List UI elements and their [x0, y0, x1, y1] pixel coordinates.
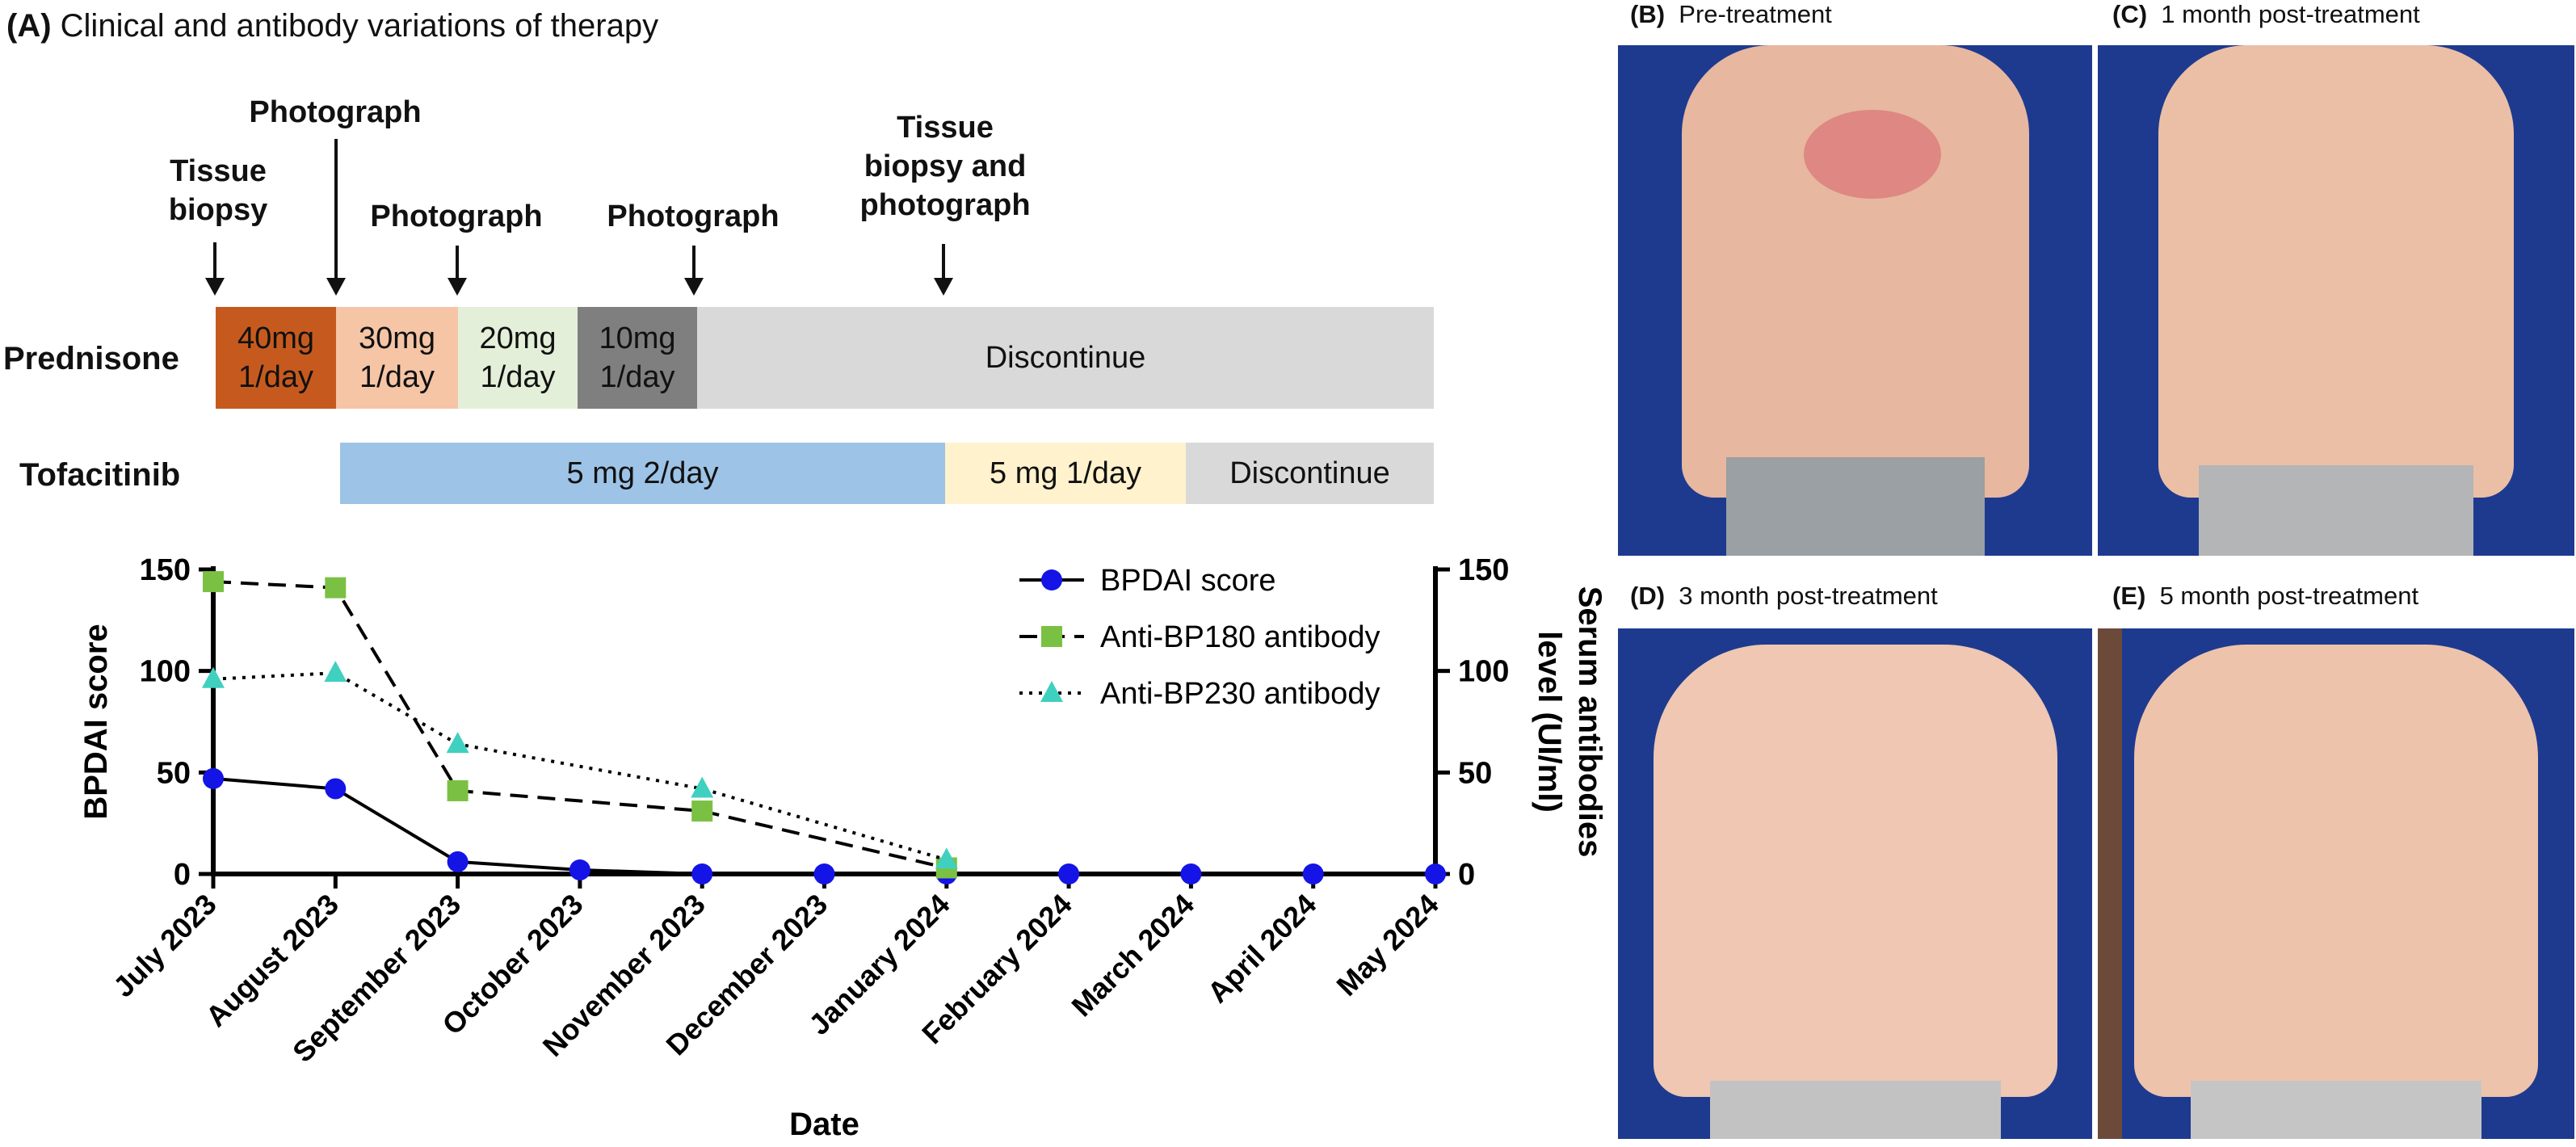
data-point-circle	[569, 859, 590, 880]
photo-b-label: (B) Pre-treatment	[1630, 0, 1832, 29]
data-point-circle	[1180, 863, 1202, 884]
photo-c-label: (C) 1 month post-treatment	[2112, 0, 2420, 29]
series-line-1	[212, 580, 948, 870]
x-axis-title: Date	[789, 1107, 859, 1142]
chart-series	[202, 571, 1446, 884]
tofacitinib-label: Tofacitinib	[19, 457, 181, 493]
data-point-triangle	[935, 847, 958, 869]
right-y-tick-label: 0	[1458, 858, 1475, 892]
tofacitinib-segment-discontinue: Discontinue	[1186, 443, 1434, 504]
photo-d-letter: (D)	[1630, 582, 1666, 610]
data-point-circle	[1058, 863, 1080, 884]
right-y-tick-label: 100	[1458, 655, 1509, 689]
annotation-photograph-1: Photograph	[249, 95, 422, 129]
prednisone-segment-discontinue: Discontinue	[697, 307, 1434, 409]
data-point-circle	[1302, 863, 1324, 884]
arrow-photograph-1	[326, 139, 346, 296]
series-line-0	[212, 776, 1435, 876]
data-point-circle	[203, 767, 224, 789]
shorts-figure	[2199, 465, 2473, 556]
legend-label: Anti-BP230 antibody	[1100, 677, 1380, 711]
prednisone-segment-20mg: 20mg 1/day	[458, 307, 578, 409]
data-point-circle	[691, 863, 713, 884]
data-point-triangle	[202, 666, 225, 688]
legend-label: Anti-BP180 antibody	[1100, 620, 1380, 654]
legend-marker	[1041, 626, 1062, 647]
panel-a-title-text: Clinical and antibody variations of ther…	[60, 8, 659, 44]
photo-c-letter: (C)	[2112, 0, 2148, 28]
arrow-tissue-biopsy	[205, 242, 225, 296]
photo-e-label: (E) 5 month post-treatment	[2112, 582, 2418, 611]
shorts-figure	[2191, 1081, 2481, 1139]
annotation-photograph-2: Photograph	[370, 200, 543, 233]
prednisone-segment-30mg: 30mg 1/day	[336, 307, 458, 409]
data-point-triangle	[446, 732, 469, 754]
torso-figure	[1653, 645, 2057, 1097]
x-tick-label: July 2023	[107, 888, 223, 1004]
annotation-tissue-biopsy-and-photograph: Tissue biopsy and photograph	[859, 111, 1031, 222]
shorts-figure	[1709, 1081, 2001, 1139]
annotation-tissue-biopsy: Tissue biopsy	[168, 154, 268, 227]
right-y-tick-label: 50	[1458, 756, 1492, 790]
y-axis-title: BPDAI score	[78, 624, 114, 819]
prednisone-segment-10mg: 10mg 1/day	[578, 307, 697, 409]
data-point-circle	[813, 863, 835, 884]
erythema-patch	[1804, 110, 1941, 199]
left-y-tick-label: 100	[140, 655, 191, 689]
data-point-square	[447, 779, 469, 801]
legend-marker	[1040, 681, 1063, 702]
data-point-square	[325, 577, 347, 599]
photo-c-caption: 1 month post-treatment	[2161, 0, 2420, 28]
data-point-square	[203, 571, 224, 593]
door-frame	[2098, 628, 2122, 1139]
left-y-tick-label: 0	[174, 858, 191, 892]
x-tick-label: March 2024	[1065, 888, 1200, 1023]
photo-d-label: (D) 3 month post-treatment	[1630, 582, 1938, 611]
photo-e-caption: 5 month post-treatment	[2159, 582, 2419, 610]
prednisone-label: Prednisone	[3, 341, 179, 376]
arrow-tissue-biopsy-and-photograph	[934, 244, 953, 296]
data-point-triangle	[691, 776, 714, 798]
panel-a-title: (A) Clinical and antibody variations of …	[6, 8, 658, 44]
photo-e-letter: (E)	[2112, 582, 2146, 610]
series-line-2	[212, 671, 948, 862]
right-y-axis-title: level (UI/ml)	[1532, 631, 1567, 813]
x-tick-label: April 2024	[1201, 888, 1323, 1010]
photo-pre-treatment	[1618, 45, 2092, 556]
photo-5-month-post-treatment	[2098, 628, 2574, 1139]
legend-marker	[1041, 569, 1062, 590]
tofacitinib-segment-5mg-1day: 5 mg 1/day	[945, 443, 1186, 504]
right-y-tick-label: 150	[1458, 553, 1509, 587]
tofacitinib-segment-5mg-2day: 5 mg 2/day	[340, 443, 945, 504]
data-point-triangle	[324, 661, 347, 683]
left-y-tick-label: 50	[157, 756, 191, 790]
panel-a-letter: (A)	[6, 8, 52, 44]
photo-d-caption: 3 month post-treatment	[1679, 582, 1938, 610]
data-point-circle	[447, 851, 469, 872]
torso-figure	[2134, 645, 2538, 1097]
photo-b-letter: (B)	[1630, 0, 1666, 28]
right-y-axis-title: Serum antibodies	[1572, 586, 1607, 858]
arrow-photograph-2	[448, 246, 467, 296]
arrow-photograph-3	[684, 246, 704, 296]
photo-b-caption: Pre-treatment	[1679, 0, 1832, 28]
prednisone-segment-40mg: 40mg 1/day	[216, 307, 336, 409]
photo-1-month-post-treatment	[2098, 45, 2574, 556]
photo-3-month-post-treatment	[1618, 628, 2092, 1139]
torso-figure	[2158, 45, 2514, 498]
legend-label: BPDAI score	[1100, 564, 1276, 598]
shorts-figure	[1725, 457, 1985, 556]
x-tick-label: May 2024	[1330, 888, 1444, 1002]
data-point-circle	[325, 778, 347, 800]
annotation-photograph-3: Photograph	[607, 200, 780, 233]
data-point-square	[691, 800, 713, 822]
data-point-circle	[1425, 863, 1446, 884]
left-y-tick-label: 150	[140, 553, 191, 587]
